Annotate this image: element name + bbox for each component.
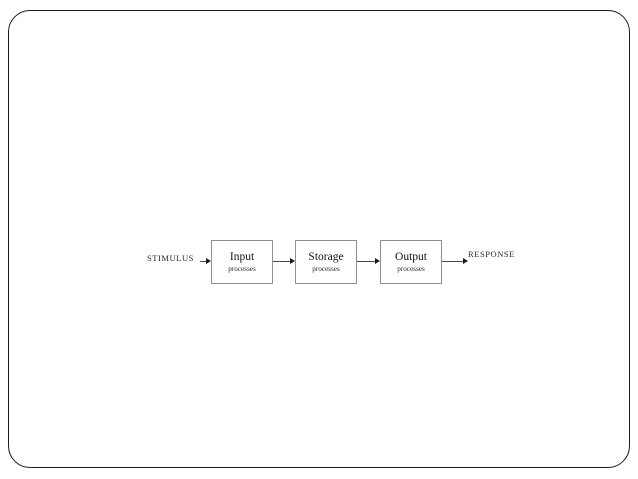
box-subtitle: processes <box>228 264 256 273</box>
process-box-output: Output processes <box>380 240 442 284</box>
arrowhead-icon <box>375 258 380 264</box>
box-subtitle: processes <box>312 264 340 273</box>
box-title: Output <box>395 250 427 263</box>
arrow-input-to-storage <box>273 258 295 265</box>
arrow-shaft <box>442 261 463 262</box>
arrow-storage-to-output <box>357 258 380 265</box>
arrow-shaft <box>273 261 290 262</box>
arrowhead-icon <box>463 258 468 264</box>
arrow-stimulus-to-input <box>200 258 211 265</box>
arrow-shaft <box>200 261 206 262</box>
box-subtitle: processes <box>397 264 425 273</box>
arrow-output-to-response <box>442 258 468 265</box>
arrowhead-icon <box>290 258 295 264</box>
process-box-storage: Storage processes <box>295 240 357 284</box>
arrowhead-icon <box>206 258 211 264</box>
box-title: Storage <box>308 250 344 263</box>
box-title: Input <box>229 250 255 263</box>
information-processing-diagram: STIMULUS Input processes Storage process… <box>140 236 530 290</box>
stimulus-label: STIMULUS <box>147 253 194 263</box>
response-label: RESPONSE <box>468 249 515 259</box>
arrow-shaft <box>357 261 375 262</box>
process-box-input: Input processes <box>211 240 273 284</box>
